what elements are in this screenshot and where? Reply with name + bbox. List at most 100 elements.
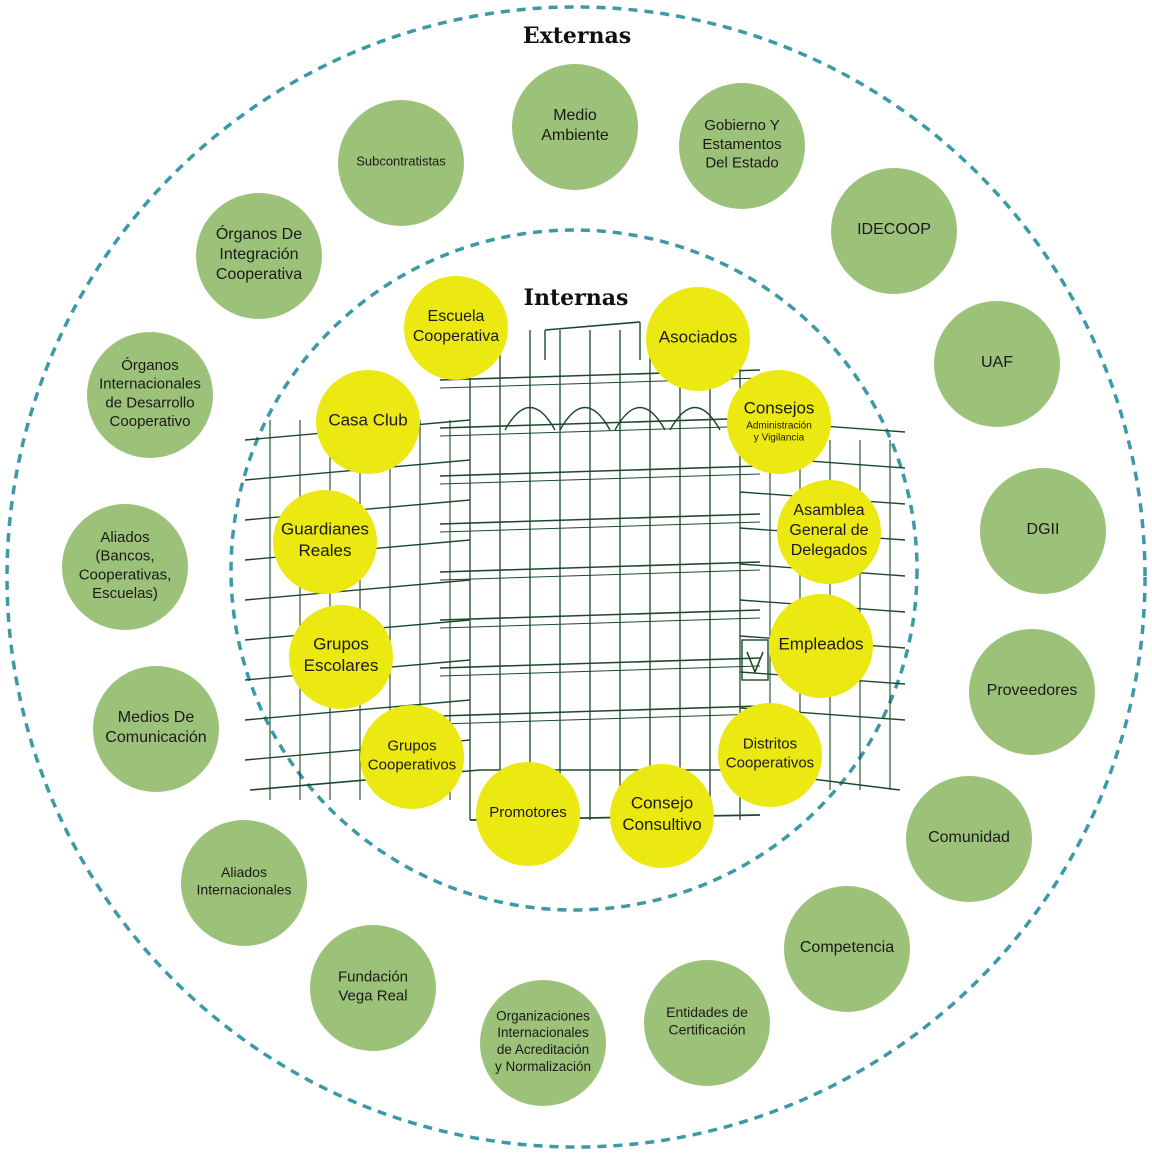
building-line [439, 473, 761, 485]
internal-node-circle [777, 480, 881, 584]
building-line [439, 617, 761, 629]
external-node-label: Internacionales [99, 376, 201, 393]
building-arch [504, 406, 556, 431]
internal-node-circle [273, 490, 377, 594]
external-node-label: Aliados [221, 864, 267, 880]
external-node-label: y Normalización [495, 1059, 591, 1074]
building-line [439, 465, 761, 477]
internal-node-circle [289, 605, 393, 709]
building-line [439, 561, 761, 573]
internal-node-circle [404, 276, 508, 380]
external-node-label: Vega Real [338, 987, 407, 1004]
external-node-label: Integración [219, 246, 298, 263]
external-node-label: Gobierno Y [704, 117, 780, 134]
external-node-circle [181, 820, 307, 946]
external-node-label: Medio [553, 107, 597, 124]
building-arch [669, 406, 721, 431]
building-line [439, 513, 761, 525]
external-node-label: Cooperativas, [79, 566, 172, 583]
building-line [244, 579, 471, 601]
external-node-circle [512, 64, 638, 190]
internal-node-label: Grupos [313, 635, 369, 654]
internal-node-label: Casa Club [328, 410, 407, 429]
internal-node-label: Cooperativa [413, 328, 499, 345]
external-node-circle [679, 83, 805, 209]
external-node-label: Certificación [668, 1022, 745, 1038]
internal-node-casa-club: Casa Club [316, 370, 420, 474]
external-node-label: Órganos De [216, 224, 302, 243]
external-node-label: Entidades de [666, 1004, 748, 1020]
external-node-circle [480, 980, 606, 1106]
external-node-uaf: UAF [934, 301, 1060, 427]
building-line [439, 521, 761, 533]
external-node-circle [934, 301, 1060, 427]
internal-node-circle [646, 287, 750, 391]
internal-node-label: Distritos [743, 736, 797, 753]
external-node-idecoop: IDECOOP [831, 168, 957, 294]
external-node-label: Competencia [800, 939, 894, 956]
external-node-label: Fundación [338, 969, 408, 986]
external-node-subcontratistas: Subcontratistas [338, 100, 464, 226]
external-node-label: Aliados [100, 529, 149, 546]
internal-node-label: Empleados [778, 634, 863, 653]
internal-node-circle [360, 705, 464, 809]
external-node-aliados: Aliados(Bancos,Cooperativas,Escuelas) [62, 504, 188, 630]
external-node-label: Organizaciones [496, 1008, 590, 1023]
external-node-label: Proveedores [987, 682, 1078, 699]
internal-node-circle [727, 370, 831, 474]
external-node-label: (Bancos, [95, 548, 154, 565]
internal-node-promotores: Promotores [476, 762, 580, 866]
building-line [439, 713, 761, 725]
internal-node-label: General de [789, 522, 868, 539]
internal-node-sublabel: Administración [746, 420, 812, 431]
internal-node-label: Guardianes [281, 520, 369, 539]
internal-node-circle [476, 762, 580, 866]
internal-node-label: Reales [299, 541, 352, 560]
external-node-circle [62, 504, 188, 630]
external-node-label: Comunidad [928, 829, 1010, 846]
internal-title: Internas [524, 285, 629, 311]
external-node-label: Internacionales [197, 882, 292, 898]
internal-node-label: Promotores [489, 804, 567, 821]
internal-node-circle [769, 594, 873, 698]
internal-node-circle [316, 370, 420, 474]
external-node-entidades-certificacion: Entidades de Certificación [644, 960, 770, 1086]
external-node-label: Órganos [121, 357, 179, 374]
external-node-circle [338, 100, 464, 226]
external-node-comunidad: Comunidad [906, 776, 1032, 902]
external-node-dgii: DGII [980, 468, 1106, 594]
external-node-label: Subcontratistas [356, 154, 446, 169]
internal-node-label: Cooperativos [368, 756, 456, 773]
external-node-label: Comunicación [105, 729, 206, 746]
external-node-circle [831, 168, 957, 294]
external-node-label: Del Estado [705, 155, 778, 172]
internal-node-label: Cooperativos [726, 754, 814, 771]
external-node-circle [906, 776, 1032, 902]
external-node-label: DGII [1027, 521, 1060, 538]
internal-ring [229, 228, 919, 912]
internal-node-label: Consultivo [622, 815, 701, 834]
internal-node-asociados: Asociados [646, 287, 750, 391]
external-node-circle [969, 629, 1095, 755]
external-node-circle [196, 193, 322, 319]
external-node-circle [784, 886, 910, 1012]
external-node-label: de Desarrollo [105, 394, 194, 411]
external-node-circle [87, 332, 213, 458]
external-node-label: de Acreditación [497, 1042, 589, 1057]
building-arch [559, 406, 611, 431]
building-logo-mark [746, 651, 764, 675]
